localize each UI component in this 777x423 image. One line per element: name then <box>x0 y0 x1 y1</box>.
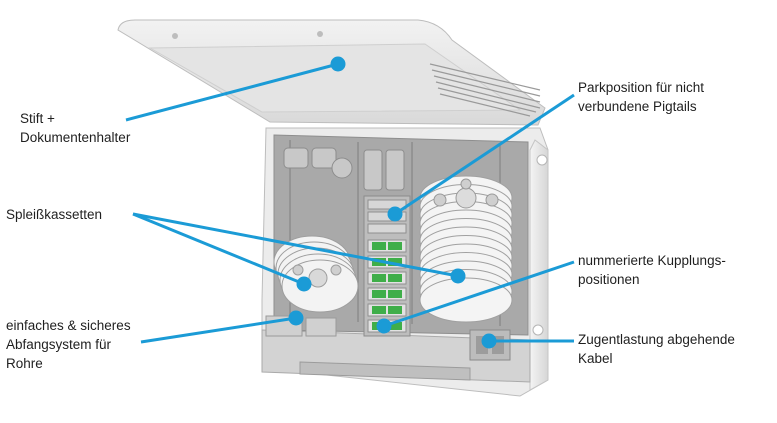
callout-label-line: Rohre <box>6 356 43 371</box>
callout-label-line: verbundene Pigtails <box>578 99 697 114</box>
callout-label-line: Kabel <box>578 351 613 366</box>
callout-lines <box>125 56 575 349</box>
adapter-port <box>388 306 402 314</box>
callout-label-spleisskassetten: Spleißkassetten <box>6 205 102 224</box>
callout-label-line: Dokumentenhalter <box>20 130 131 145</box>
callout-label-line: Spleißkassetten <box>6 207 103 222</box>
adapter-port <box>372 306 386 314</box>
adapter-port <box>388 258 402 266</box>
cassette-hole <box>485 193 499 207</box>
cable-entry-hole <box>536 154 548 166</box>
splice-cassette <box>419 277 513 323</box>
callout-label-abfangsystem: einfaches & sicheres Abfangsystem für Ro… <box>6 316 131 373</box>
callout-label-stift: Stift + Dokumentenhalter <box>20 109 130 147</box>
pigtail-park-slot <box>367 223 407 234</box>
coupling-adapters <box>367 199 407 333</box>
callout-label-zugentlastung: Zugentlastung abgehende Kabel <box>578 330 735 368</box>
callout-label-line: Zugentlastung abgehende <box>578 332 735 347</box>
adapter-port <box>372 274 386 282</box>
lid-vent-grille <box>429 63 541 117</box>
callout-dot <box>450 268 466 284</box>
adapter-port <box>388 322 402 330</box>
cassette-hole <box>330 264 342 276</box>
lid <box>117 19 546 126</box>
adapter-port <box>372 242 386 250</box>
callout-dot <box>330 56 346 72</box>
pigtail-park-slot <box>367 211 407 222</box>
callout-label-parkposition: Parkposition für nicht verbundene Pigtai… <box>578 78 704 116</box>
callout-label-line: Abfangsystem für <box>6 337 112 352</box>
callout-label-line: Stift + <box>20 111 55 126</box>
adapter-port <box>388 242 402 250</box>
cassette-hole <box>433 193 447 207</box>
adapter-port <box>388 290 402 298</box>
routing-clips <box>283 147 405 191</box>
callout-dot <box>376 318 392 334</box>
lid-screw <box>317 31 323 37</box>
callout-dot <box>296 276 312 292</box>
callout-label-line: einfaches & sicheres <box>6 318 131 333</box>
callout-label-line: Parkposition für nicht <box>578 80 705 95</box>
adapter-port <box>388 274 402 282</box>
cassette-hole <box>292 264 304 276</box>
splice-cassette-stack-right <box>419 175 513 323</box>
callout-label-line: nummerierte Kupplungs- <box>578 253 726 268</box>
coupling-adapter-column <box>363 195 411 337</box>
pigtail-park-slot <box>367 199 407 210</box>
callout-dot <box>387 206 403 222</box>
callout-dot <box>481 333 497 349</box>
lid-screw <box>172 33 178 39</box>
cassette-hub <box>308 268 328 288</box>
cassette-hub <box>455 187 477 209</box>
callout-label-kupplungspositionen: nummerierte Kupplungs- positionen <box>578 251 726 289</box>
adapter-port <box>372 290 386 298</box>
callout-dot <box>288 310 304 326</box>
callout-label-line: positionen <box>578 272 640 287</box>
cassette-hole <box>460 178 472 190</box>
cable-entry-hole <box>532 324 544 336</box>
